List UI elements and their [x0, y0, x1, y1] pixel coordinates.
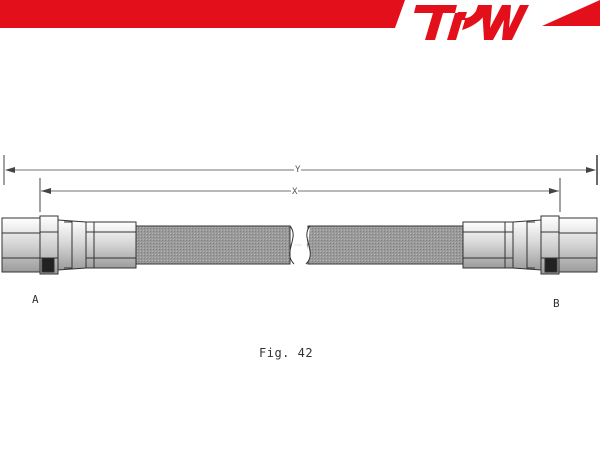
dimension-line-x — [39, 178, 561, 212]
fitting-end-a — [1, 215, 137, 275]
header-red-triangle — [542, 0, 600, 26]
end-b-label: B — [553, 297, 560, 310]
header-red-bar — [0, 0, 405, 28]
figure-caption: Fig. 42 — [259, 346, 314, 360]
fitting-end-b — [462, 215, 598, 275]
hose-body-right — [305, 225, 464, 265]
end-a-label: A — [32, 293, 39, 306]
dimension-x-label: X — [291, 187, 299, 197]
dimension-y-label: Y — [294, 165, 302, 175]
hose-body-left — [135, 225, 295, 265]
trw-logo — [414, 5, 529, 40]
